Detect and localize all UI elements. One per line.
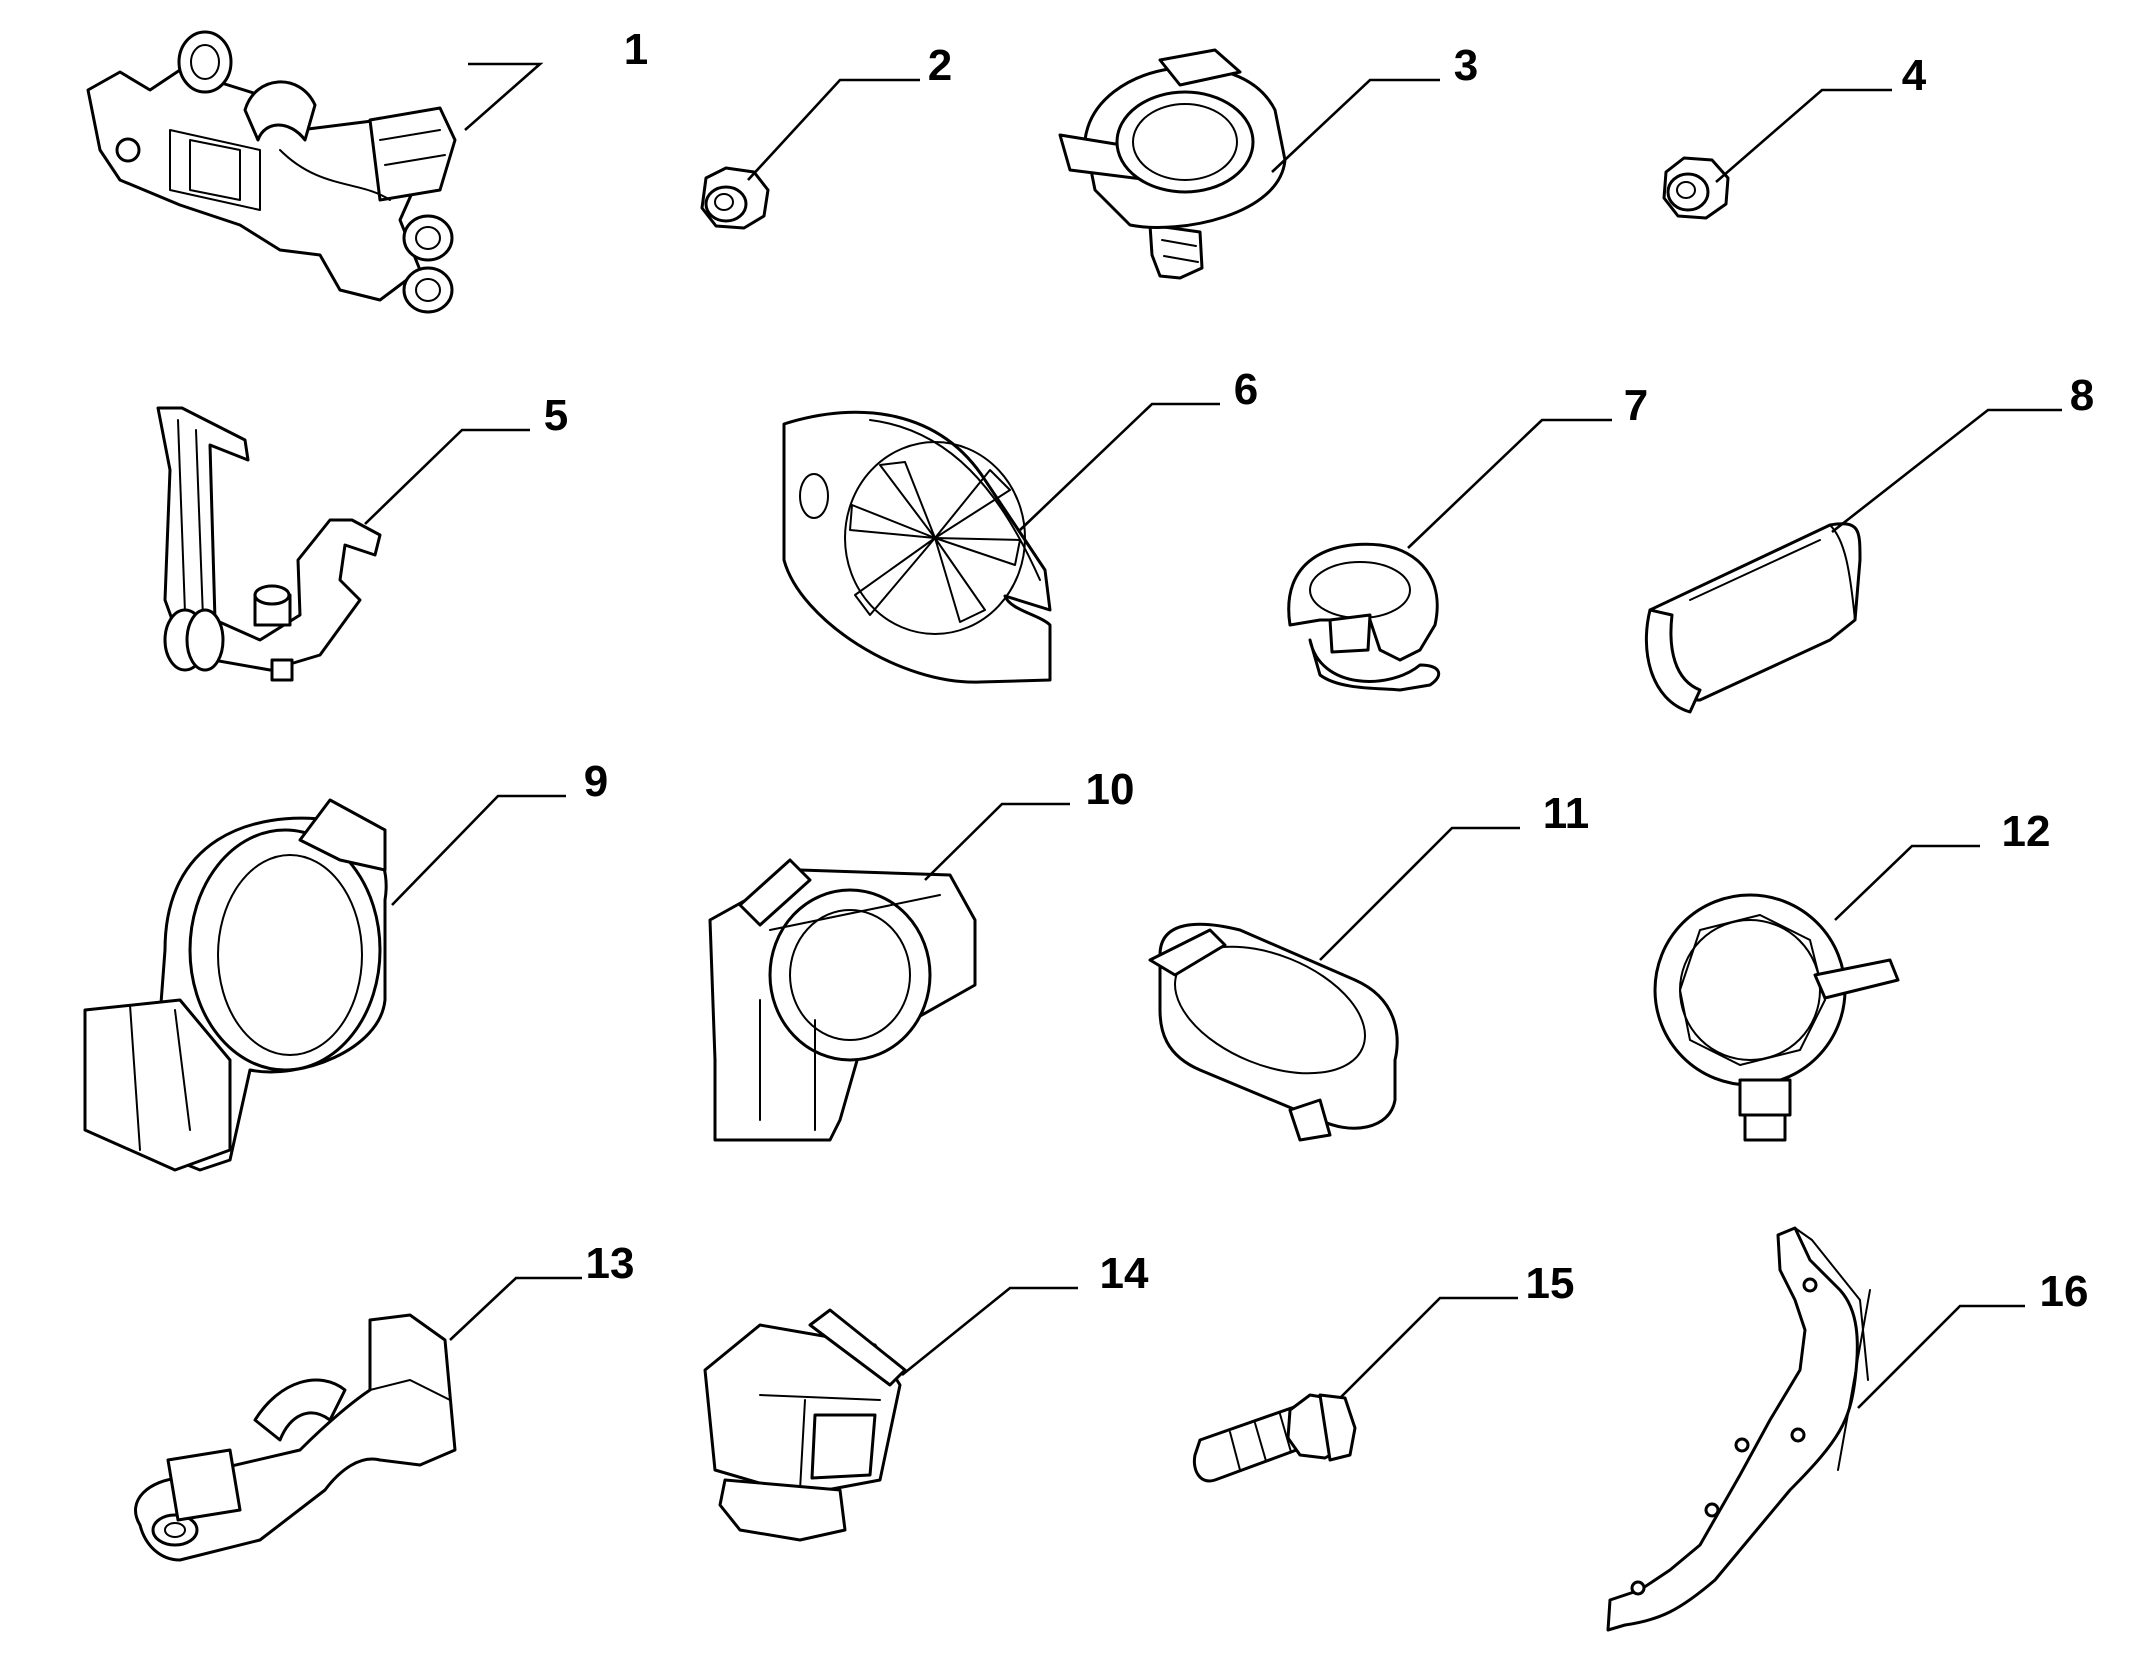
ref-number: 8: [2070, 371, 2094, 420]
part-4-hex-nut: [1662, 156, 1730, 220]
leader-6: [1019, 402, 1220, 531]
ref-number: 15: [1526, 1259, 1575, 1308]
ref-number: 14: [1100, 1249, 1149, 1298]
leader-10: [924, 802, 1070, 881]
part-15-flange-bolt: [1192, 1393, 1357, 1483]
part-2-flange-nut: [700, 166, 770, 230]
part-1-wiring-harness-bracket: [86, 30, 457, 314]
leader-lines: [364, 62, 2062, 1409]
leader-16: [1857, 1304, 2025, 1409]
part-7-spring-clip: [1287, 542, 1441, 692]
ref-number: 3: [1454, 41, 1478, 90]
leader-9: [391, 794, 566, 906]
leader-7: [1407, 418, 1612, 549]
ref-number: 13: [586, 1239, 635, 1288]
part-3-cable-clip-with-stud: [1058, 48, 1287, 280]
ref-number: 12: [2002, 807, 2051, 856]
part-6-grommet-plate: [782, 410, 1052, 684]
ref-number: 10: [1086, 765, 1135, 814]
ref-number: 16: [2040, 1267, 2089, 1316]
part-8-edge-trim-clip: [1644, 522, 1862, 714]
ref-number: 4: [1902, 51, 1927, 100]
leader-1: [464, 62, 544, 131]
leader-8: [1831, 408, 2062, 534]
part-12-ring-clamp-with-stud: [1653, 893, 1900, 1142]
ref-number: 2: [928, 41, 952, 90]
ref-number: 5: [544, 391, 568, 440]
ref-number: 7: [1624, 381, 1648, 430]
leader-2: [747, 78, 920, 181]
part-14-square-cable-clip: [703, 1308, 907, 1542]
part-5-cable-hook-bracket: [156, 406, 382, 682]
part-9-large-harness-clamp: [83, 798, 388, 1172]
leader-11: [1319, 826, 1520, 961]
part-10-round-harness-clamp: [708, 858, 977, 1142]
leader-13: [449, 1276, 582, 1341]
ref-number: 1: [624, 25, 648, 74]
part-16-metal-strap-bracket: [1606, 1226, 1871, 1632]
ref-number: 9: [584, 757, 608, 806]
reference-numbers: 1 2 3 4 5 6 7 8 9 10 11 12 13 14 15 16: [544, 25, 2094, 1316]
part-13-bracket-strap-clamp: [134, 1313, 457, 1562]
leader-3: [1271, 78, 1440, 173]
leader-14: [901, 1286, 1078, 1377]
leader-12: [1834, 844, 1980, 921]
leader-15: [1339, 1296, 1518, 1399]
leader-5: [364, 428, 530, 525]
leader-4: [1715, 88, 1892, 183]
ref-number: 11: [1543, 789, 1590, 838]
part-11-oval-cable-clip: [1148, 922, 1399, 1142]
ref-number: 6: [1234, 365, 1258, 414]
